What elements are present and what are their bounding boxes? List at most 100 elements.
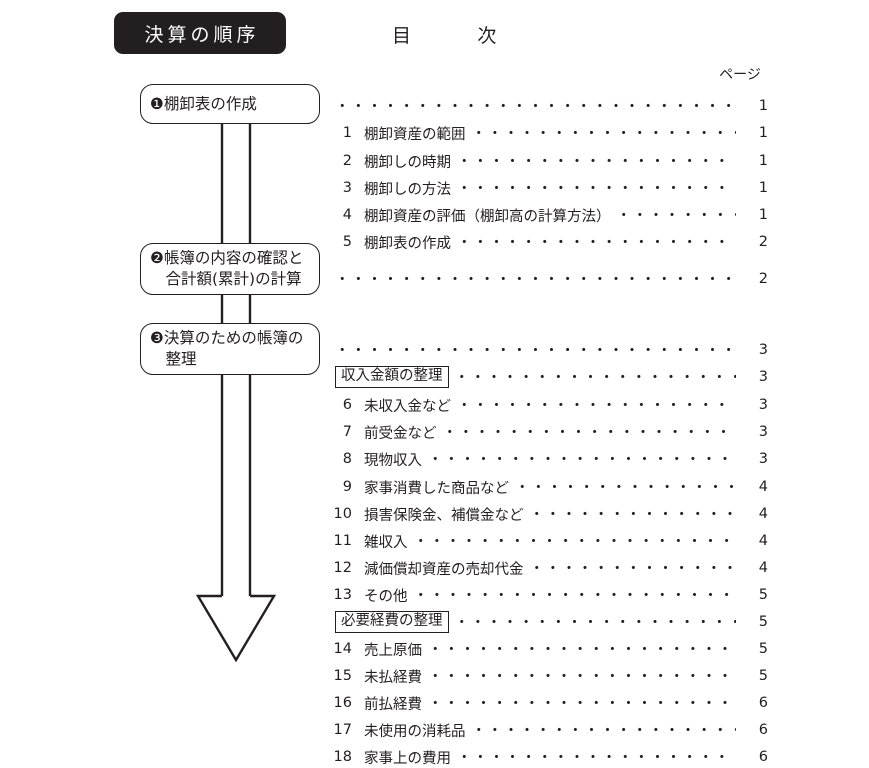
toc-flow-step-row[interactable]: ・・・・・・・・・・・・・・・・・・・・・・・・・・・・・・・・・・・・・・・・… xyxy=(335,339,768,361)
flow-step-3-box: ❸決算のための帳簿の 整理 xyxy=(140,323,320,375)
toc-entry-title: 未収入金など xyxy=(364,398,451,415)
toc-entry-title: 家事消費した商品など xyxy=(364,480,509,497)
toc-entry[interactable]: 11 雑収入・・・・・・・・・・・・・・・・・・・・・・・・・・・・・・・・・・・… xyxy=(326,530,768,552)
flow-arrow xyxy=(195,84,277,663)
toc-entry[interactable]: 17未使用の消耗品・・・・・・・・・・・・・・・・・・・・・・・・・・・・・・・… xyxy=(326,719,768,741)
toc-section-header[interactable]: 収入金額の整理・・・・・・・・・・・・・・・・・・・・・・・・・・・・・・・・・… xyxy=(335,366,768,388)
dot-leader: ・・・・・・・・・・・・・・・・・・・・・・・・・・・・・・・・・・・・・・・・… xyxy=(428,695,736,712)
toc-page-number: 3 xyxy=(758,342,768,358)
toc-entry-number: 12 xyxy=(333,560,352,576)
toc-page-number: 1 xyxy=(758,153,768,169)
toc-entry[interactable]: 16 前払経費・・・・・・・・・・・・・・・・・・・・・・・・・・・・・・・・・・… xyxy=(326,692,768,714)
toc-entry[interactable]: 10損害保険金、補償金など・・・・・・・・・・・・・・・・・・・・・・・・・・・… xyxy=(326,503,768,525)
toc-page-number: 4 xyxy=(758,506,768,522)
toc-page-number: 3 xyxy=(758,424,768,440)
dot-leader: ・・・・・・・・・・・・・・・・・・・・・・・・・・・・・・・・・・・・・・・・… xyxy=(335,98,736,115)
toc-page-number: 3 xyxy=(758,369,768,385)
toc-entry-number: 5 xyxy=(342,234,352,250)
toc-entry[interactable]: 15未払経費・・・・・・・・・・・・・・・・・・・・・・・・・・・・・・・・・・… xyxy=(326,665,768,687)
toc-page-number: 5 xyxy=(758,641,768,657)
toc-section-title: 収入金額の整理 xyxy=(335,366,449,388)
toc-page-number: 4 xyxy=(758,479,768,495)
toc-entry-number: 4 xyxy=(342,207,352,223)
toc-entry-title: 棚卸資産の範囲 xyxy=(364,126,466,143)
flow-step-3-label: ❸決算のための帳簿の 整理 xyxy=(150,329,304,368)
toc-page-number: 1 xyxy=(758,98,768,114)
toc-page-number: 3 xyxy=(758,397,768,413)
toc-entry-number: 18 xyxy=(333,749,352,765)
toc-page-number: 6 xyxy=(758,722,768,738)
toc-page-number: 1 xyxy=(758,180,768,196)
toc-entry[interactable]: 1棚卸資産の範囲・・・・・・・・・・・・・・・・・・・・・・・・・・・・・・・・… xyxy=(326,122,768,144)
toc-entry-number: 14 xyxy=(333,641,352,657)
toc-page-number: 2 xyxy=(758,271,768,287)
toc-entry-number: 8 xyxy=(342,451,352,467)
toc-entry[interactable]: 12 減価償却資産の売却代金・・・・・・・・・・・・・・・・・・・・・・・・・・・… xyxy=(326,557,768,579)
dot-leader: ・・・・・・・・・・・・・・・・・・・・・・・・・・・・・・・・・・・・・・・・… xyxy=(457,180,736,197)
toc-entry-title: 損害保険金、補償金など xyxy=(364,507,524,524)
dot-leader: ・・・・・・・・・・・・・・・・・・・・・・・・・・・・・・・・・・・・・・・・… xyxy=(335,271,736,288)
dot-leader: ・・・・・・・・・・・・・・・・・・・・・・・・・・・・・・・・・・・・・・・・… xyxy=(457,749,736,766)
section-title-label: 決算の順序 xyxy=(144,23,260,46)
toc-entry-title: 棚卸表の作成 xyxy=(364,235,451,252)
toc-entry-number: 2 xyxy=(342,153,352,169)
dot-leader: ・・・・・・・・・・・・・・・・・・・・・・・・・・・・・・・・・・・・・・・・… xyxy=(515,479,736,496)
toc-entry[interactable]: 7前受金など・・・・・・・・・・・・・・・・・・・・・・・・・・・・・・・・・・… xyxy=(326,421,768,443)
flow-step-1-label: ❶棚卸表の作成 xyxy=(150,94,257,113)
page-number-column-header: ページ xyxy=(719,67,761,83)
toc-entry-title: 前払経費 xyxy=(364,696,422,713)
toc-section-title: 必要経費の整理 xyxy=(335,611,449,633)
dot-leader: ・・・・・・・・・・・・・・・・・・・・・・・・・・・・・・・・・・・・・・・・… xyxy=(529,506,737,523)
toc-entry-title: 売上原価 xyxy=(364,642,422,659)
dot-leader: ・・・・・・・・・・・・・・・・・・・・・・・・・・・・・・・・・・・・・・・・… xyxy=(457,397,736,414)
toc-entry-title: 前受金など xyxy=(364,425,437,442)
section-title-banner: 決算の順序 xyxy=(114,12,286,54)
dot-leader: ・・・・・・・・・・・・・・・・・・・・・・・・・・・・・・・・・・・・・・・・… xyxy=(413,533,737,550)
dot-leader: ・・・・・・・・・・・・・・・・・・・・・・・・・・・・・・・・・・・・・・・・… xyxy=(471,125,737,142)
toc-entry-title: 雑収入 xyxy=(364,534,408,551)
dot-leader: ・・・・・・・・・・・・・・・・・・・・・・・・・・・・・・・・・・・・・・・・… xyxy=(442,424,737,441)
toc-entry-title: その他 xyxy=(364,588,408,605)
toc-entry[interactable]: 2 棚卸しの時期・・・・・・・・・・・・・・・・・・・・・・・・・・・・・・・・・… xyxy=(326,150,768,172)
dot-leader: ・・・・・・・・・・・・・・・・・・・・・・・・・・・・・・・・・・・・・・・・… xyxy=(413,587,737,604)
toc-entry-number: 6 xyxy=(342,397,352,413)
toc-flow-step-row[interactable]: ・・・・・・・・・・・・・・・・・・・・・・・・・・・・・・・・・・・・・・・・… xyxy=(335,268,768,290)
toc-entry[interactable]: 14 売上原価・・・・・・・・・・・・・・・・・・・・・・・・・・・・・・・・・・… xyxy=(326,638,768,660)
dot-leader: ・・・・・・・・・・・・・・・・・・・・・・・・・・・・・・・・・・・・・・・・… xyxy=(529,560,737,577)
toc-entry[interactable]: 5 棚卸表の作成・・・・・・・・・・・・・・・・・・・・・・・・・・・・・・・・・… xyxy=(326,231,768,253)
toc-section-header[interactable]: 必要経費の整理・・・・・・・・・・・・・・・・・・・・・・・・・・・・・・・・・… xyxy=(335,611,768,633)
toc-entry-title: 未使用の消耗品 xyxy=(364,723,466,740)
dot-leader: ・・・・・・・・・・・・・・・・・・・・・・・・・・・・・・・・・・・・・・・・… xyxy=(457,153,736,170)
toc-entry-title: 未払経費 xyxy=(364,669,422,686)
toc-entry-number: 3 xyxy=(342,180,352,196)
toc-page-number: 4 xyxy=(758,533,768,549)
toc-entry[interactable]: 9 家事消費した商品など・・・・・・・・・・・・・・・・・・・・・・・・・・・・・… xyxy=(326,476,768,498)
toc-page-number: 1 xyxy=(758,207,768,223)
toc-entry-title: 減価償却資産の売却代金 xyxy=(364,561,524,578)
toc-entry[interactable]: 6 未収入金など・・・・・・・・・・・・・・・・・・・・・・・・・・・・・・・・・… xyxy=(326,394,768,416)
toc-flow-step-row[interactable]: ・・・・・・・・・・・・・・・・・・・・・・・・・・・・・・・・・・・・・・・・… xyxy=(335,95,768,117)
dot-leader: ・・・・・・・・・・・・・・・・・・・・・・・・・・・・・・・・・・・・・・・・… xyxy=(471,722,737,739)
toc-entry[interactable]: 8現物収入・・・・・・・・・・・・・・・・・・・・・・・・・・・・・・・・・・・… xyxy=(326,448,768,470)
flow-step-2-box: ❷帳簿の内容の確認と 合計額(累計)の計算 xyxy=(140,243,320,295)
toc-entry[interactable]: 13その他・・・・・・・・・・・・・・・・・・・・・・・・・・・・・・・・・・・… xyxy=(326,584,768,606)
toc-page-number: 5 xyxy=(758,587,768,603)
toc-entry[interactable]: 4 棚卸資産の評価（棚卸高の計算方法） ・・・・・・・・・・・・・・・・・・・・・・… xyxy=(326,204,768,226)
page-title: 目 次 xyxy=(392,25,499,47)
toc-page-number: 5 xyxy=(758,614,768,630)
toc-entry-title: 棚卸しの時期 xyxy=(364,154,451,171)
toc-entry-title: 家事上の費用 xyxy=(364,750,451,767)
toc-entry[interactable]: 3棚卸しの方法・・・・・・・・・・・・・・・・・・・・・・・・・・・・・・・・・… xyxy=(326,177,768,199)
toc-entry-number: 16 xyxy=(333,695,352,711)
toc-page-number: 5 xyxy=(758,668,768,684)
toc-page-number: 6 xyxy=(758,695,768,711)
dot-leader: ・・・・・・・・・・・・・・・・・・・・・・・・・・・・・・・・・・・・・・・・… xyxy=(428,641,736,658)
dot-leader: ・・・・・・・・・・・・・・・・・・・・・・・・・・・・・・・・・・・・・・・・… xyxy=(616,207,737,224)
toc-entry-number: 9 xyxy=(342,479,352,495)
dot-leader: ・・・・・・・・・・・・・・・・・・・・・・・・・・・・・・・・・・・・・・・・… xyxy=(428,451,736,468)
dot-leader: ・・・・・・・・・・・・・・・・・・・・・・・・・・・・・・・・・・・・・・・・… xyxy=(457,234,736,251)
toc-entry-title: 棚卸資産の評価（棚卸高の計算方法） xyxy=(364,208,611,225)
dot-leader: ・・・・・・・・・・・・・・・・・・・・・・・・・・・・・・・・・・・・・・・・… xyxy=(428,668,736,685)
toc-entry-number: 11 xyxy=(333,533,352,549)
toc-entry[interactable]: 18 家事上の費用・・・・・・・・・・・・・・・・・・・・・・・・・・・・・・・・… xyxy=(326,746,768,768)
